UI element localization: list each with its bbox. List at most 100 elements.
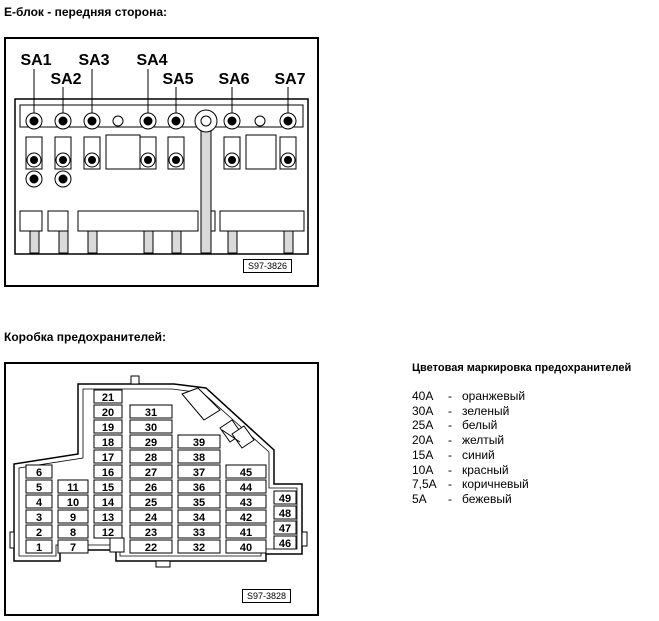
legend-amperage: 20A [412, 433, 434, 448]
fuse-cell: 7 [57, 539, 89, 554]
legend-color-name: коричневый [462, 477, 529, 492]
fuse-cell: 37 [177, 464, 221, 479]
fusebox-tab [301, 531, 308, 547]
fuse-number: 15 [102, 482, 114, 494]
fuse-cell: 5 [25, 479, 53, 494]
fuse-slot [93, 434, 123, 449]
fuse-slot [57, 509, 89, 524]
fuse-slot [93, 524, 123, 539]
fuse-slot [57, 524, 89, 539]
fuse-cell: 20 [93, 404, 123, 419]
fuse-cell: 27 [129, 464, 173, 479]
fuse-slot [177, 509, 221, 524]
fuse-slot [225, 509, 267, 524]
legend-amperage: 10A [412, 462, 434, 477]
fuse-slot [93, 449, 123, 464]
fuse-slot [177, 539, 221, 554]
label-sa6: SA6 [218, 71, 249, 88]
fuse-number: 42 [240, 512, 252, 524]
fuse-slot [129, 419, 173, 434]
fuse-number: 35 [193, 497, 205, 509]
fuse-number: 9 [70, 512, 76, 524]
fuse-number: 36 [193, 482, 205, 494]
fuse-cell: 31 [129, 404, 173, 419]
fuse-number: 6 [36, 467, 42, 479]
fuse-cell: 28 [129, 449, 173, 464]
legend-amperage: 30A [412, 403, 434, 418]
fuse-number: 13 [102, 512, 114, 524]
fuse-slot [129, 464, 173, 479]
fuse-slot [273, 505, 297, 520]
fuse-slot [129, 404, 173, 419]
fusebox-tab [130, 375, 140, 385]
fuse-number: 16 [102, 467, 114, 479]
fuse-cell: 6 [25, 464, 53, 479]
fusebox-figure-code: S97-3828 [242, 589, 292, 603]
legend-dash: - [448, 418, 452, 433]
fuse-cell: 26 [129, 479, 173, 494]
fuse-slot [93, 389, 123, 404]
label-sa3: SA3 [78, 52, 109, 69]
fusebox-tab [9, 531, 15, 549]
fuse-number: 28 [145, 452, 157, 464]
fuse-number: 11 [67, 482, 79, 494]
fusebox-tab [155, 560, 171, 568]
label-sa2: SA2 [50, 71, 81, 88]
fuse-number: 4 [36, 497, 43, 509]
fuse-grid: 1234567891011121314151617181920212223242… [25, 389, 297, 554]
fuse-cell: 38 [177, 449, 221, 464]
eblock-diagram: SA1 SA2 SA3 SA4 SA5 SA6 SA7 S97-3826 [4, 37, 319, 287]
fuse-number: 17 [102, 452, 114, 464]
fuse-cell: 42 [225, 509, 267, 524]
legend-dash: - [448, 389, 452, 403]
fuse-cell: 29 [129, 434, 173, 449]
fuse-cell: 45 [225, 464, 267, 479]
fuse-number: 1 [36, 542, 42, 554]
fuse-number: 5 [36, 482, 42, 494]
fuse-number: 41 [240, 527, 252, 539]
eblock-drawing: SA1 SA2 SA3 SA4 SA5 SA6 SA7 [14, 52, 309, 255]
fuse-cell: 18 [93, 434, 123, 449]
fuse-number: 10 [67, 497, 79, 509]
fuse-slot [225, 464, 267, 479]
fuse-number: 43 [240, 497, 252, 509]
eblock-bar [77, 210, 199, 232]
fuse-slot [129, 494, 173, 509]
fuse-slot [129, 539, 173, 554]
fuse-slot [177, 524, 221, 539]
fuse-number: 33 [193, 527, 205, 539]
fuse-slot [129, 524, 173, 539]
fuse-slot [25, 494, 53, 509]
eblock-figure-code: S97-3826 [243, 259, 293, 273]
fuse-number: 27 [145, 467, 157, 479]
legend-dash: - [448, 403, 452, 418]
fuse-slot [93, 464, 123, 479]
fuse-number: 34 [193, 512, 206, 524]
fuse-cell: 24 [129, 509, 173, 524]
fuse-slot [225, 494, 267, 509]
fuse-number: 48 [279, 508, 291, 520]
fuse-number: 8 [70, 527, 76, 539]
fuse-number: 37 [193, 467, 205, 479]
eblock-heading: Е-блок - передняя сторона: [4, 5, 168, 19]
fuse-cell: 25 [129, 494, 173, 509]
label-sa4: SA4 [136, 52, 167, 69]
fuse-number: 2 [36, 527, 42, 539]
fuse-slot [273, 490, 297, 505]
fuse-cell: 44 [225, 479, 267, 494]
fuse-cell: 13 [93, 509, 123, 524]
fuse-number: 18 [102, 437, 114, 449]
label-sa5: SA5 [162, 71, 193, 88]
fuse-cell: 22 [129, 539, 173, 554]
fuse-cell: 9 [57, 509, 89, 524]
fuse-slot [177, 494, 221, 509]
fuse-cell: 10 [57, 494, 89, 509]
fuse-cell: 12 [93, 524, 123, 539]
legend-color-name: бежевый [462, 491, 512, 506]
eblock-bar [219, 210, 305, 232]
fuse-cell: 4 [25, 494, 53, 509]
fuse-cell: 17 [93, 449, 123, 464]
fuse-cell: 16 [93, 464, 123, 479]
fuse-number: 32 [193, 542, 205, 554]
fuse-slot [129, 434, 173, 449]
